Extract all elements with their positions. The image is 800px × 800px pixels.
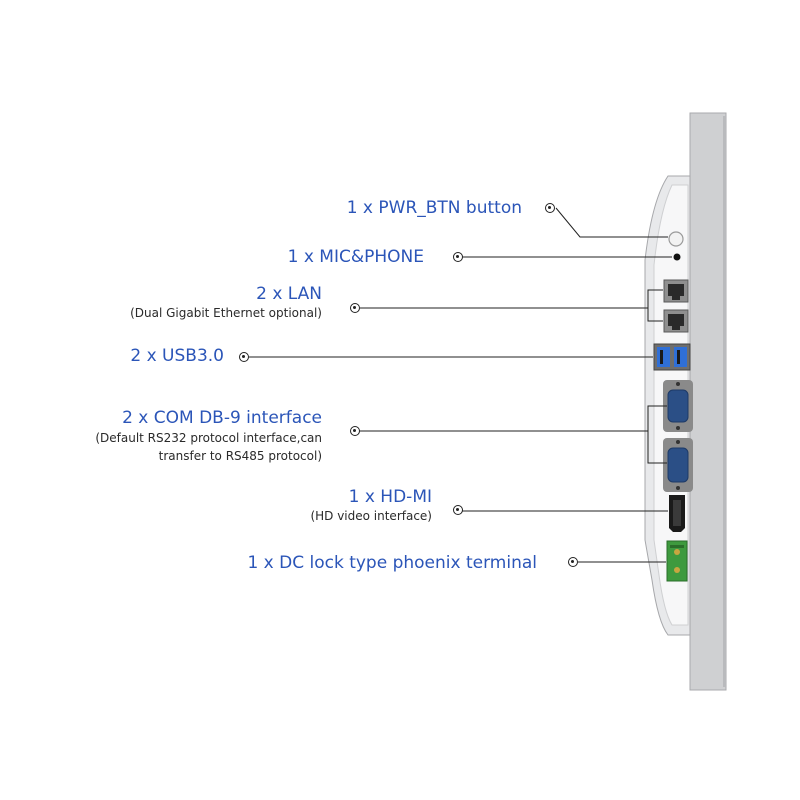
pwr-btn-label: 1 x PWR_BTN button [346,198,522,218]
com-sublabel-1: (Default RS232 protocol interface,can [95,431,322,445]
usb-label: 2 x USB3.0 [130,346,224,366]
hdmi-port-icon [669,495,685,532]
rear-frame-edge [723,116,726,687]
pwr-btn-marker-icon [545,203,555,213]
usb-port-icon [653,343,691,371]
mic-phone-marker-icon [453,252,463,262]
audio-jack-icon [673,253,681,261]
lan-sublabel: (Dual Gigabit Ethernet optional) [130,306,322,320]
rear-frame [689,112,727,691]
lan-port-icon [663,309,689,333]
hdmi-marker-icon [453,505,463,515]
com-sublabel-2: transfer to RS485 protocol) [158,449,322,463]
hdmi-sublabel: (HD video interface) [310,509,432,523]
dc-label: 1 x DC lock type phoenix terminal [247,553,537,573]
usb-marker-icon [239,352,249,362]
lan-label: 2 x LAN [256,284,322,304]
lan-port-icon [663,279,689,303]
dc-marker-icon [568,557,578,567]
leader-lines [249,207,672,563]
power-button-icon [668,231,684,247]
hdmi-label: 1 x HD-MI [348,487,432,507]
lan-marker-icon [350,303,360,313]
com-port-icon [663,380,693,432]
mic-phone-label: 1 x MIC&PHONE [287,247,424,267]
com-port-icon [663,438,693,492]
com-marker-icon [350,426,360,436]
com-label: 2 x COM DB-9 interface [122,408,322,428]
dc-terminal-icon [666,540,688,582]
